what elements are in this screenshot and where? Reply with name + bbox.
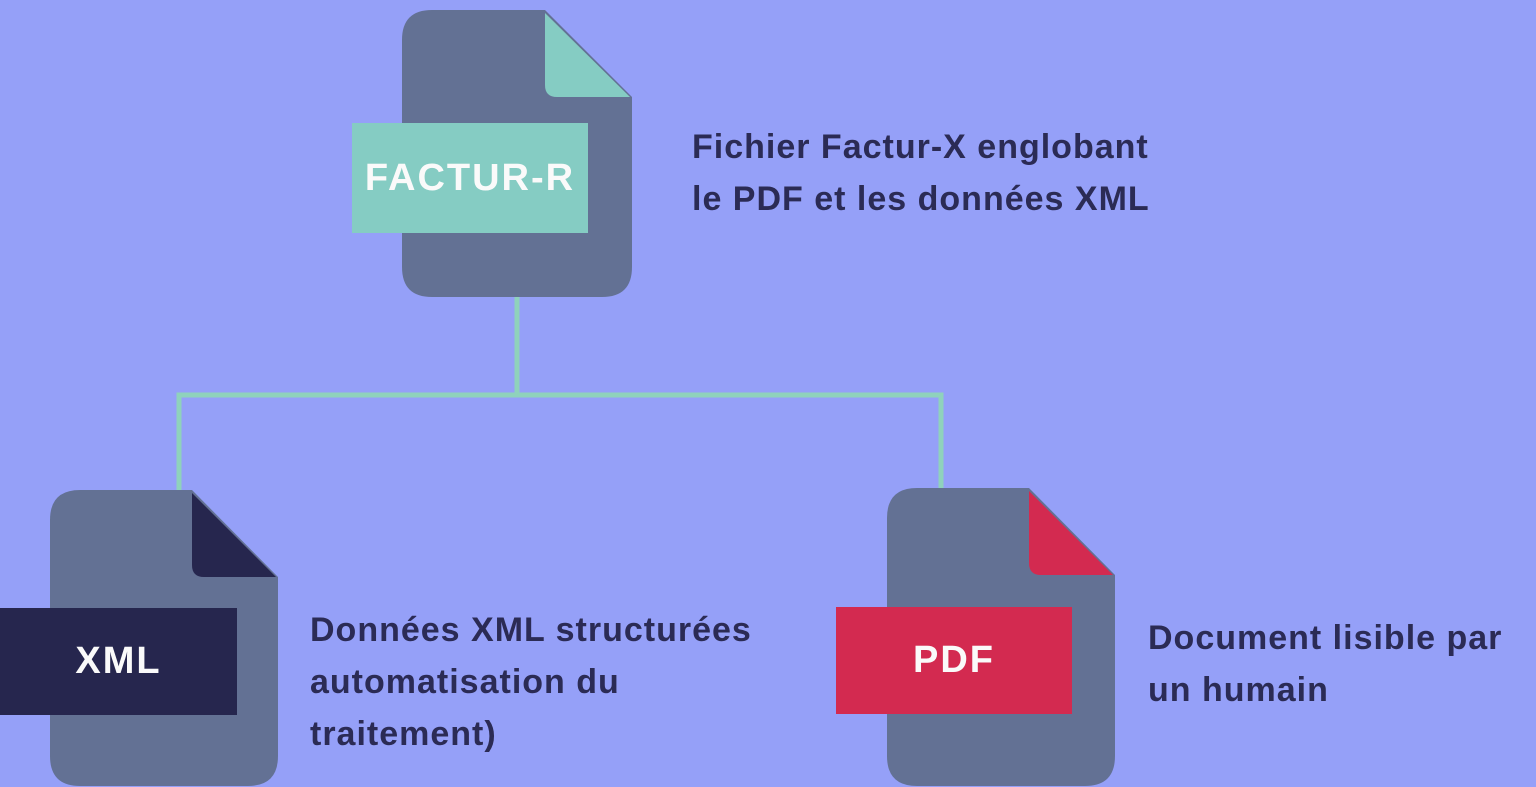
facturx-caption: Fichier Factur-X englobant le PDF et les… [692, 121, 1150, 225]
caption-line: automatisation du [310, 663, 620, 701]
facturx-file-fold-corner [545, 13, 630, 97]
caption-line: le PDF et les données XML [692, 180, 1150, 218]
caption-line: Document lisible par [1148, 619, 1503, 657]
pdf-file-fold-corner [1029, 491, 1113, 575]
caption-line: Données XML structurées [310, 611, 752, 649]
pdf-badge: PDF [836, 607, 1072, 714]
xml-badge: XML [0, 608, 237, 715]
pdf-badge-label: PDF [913, 639, 995, 681]
caption-line: traitement) [310, 715, 497, 753]
connector-branch-lines [176, 392, 944, 490]
caption-line: Fichier Factur-X englobant [692, 128, 1149, 166]
xml-badge-label: XML [75, 640, 162, 682]
facturx-badge: FACTUR-R [352, 123, 588, 233]
pdf-caption: Document lisible par un humain [1148, 612, 1502, 716]
xml-file-fold-corner [192, 493, 276, 577]
caption-line: un humain [1148, 671, 1329, 709]
xml-caption: Données XML structurées automatisation d… [310, 604, 752, 760]
facturx-badge-label: FACTUR-R [364, 156, 576, 199]
